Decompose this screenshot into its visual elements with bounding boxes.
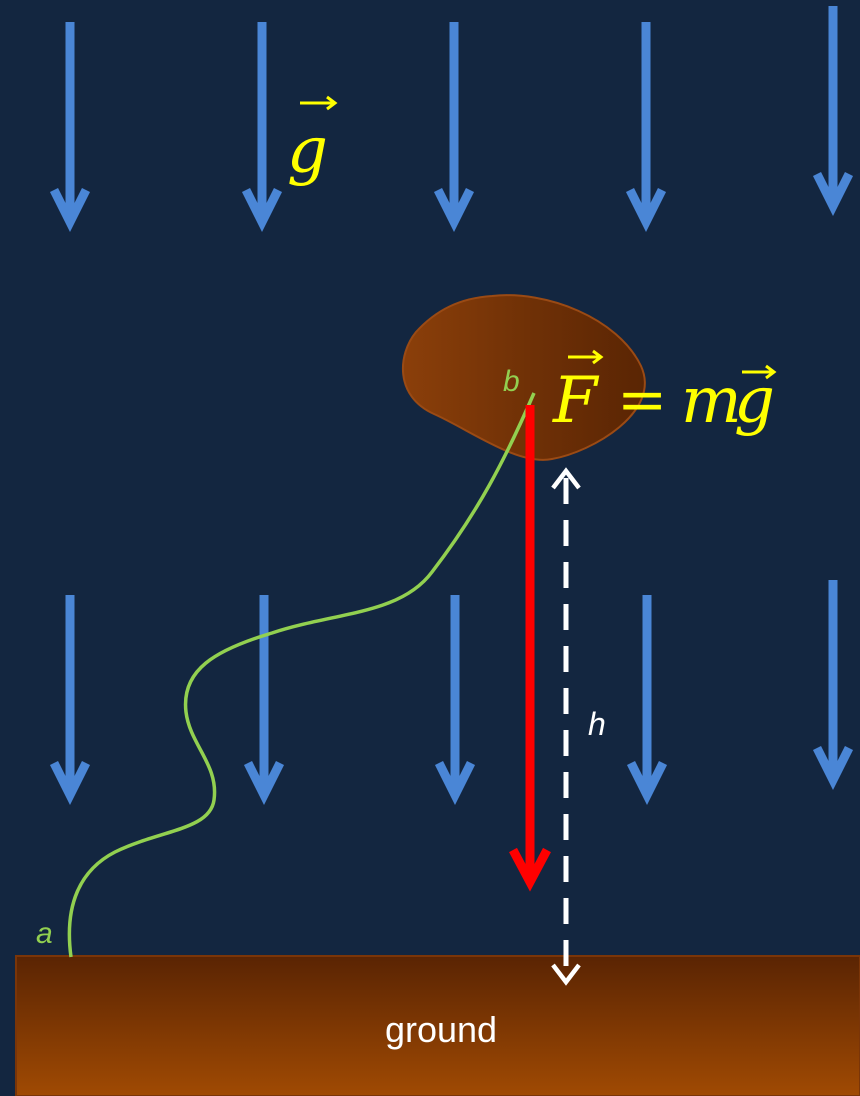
equals-sign: = — [617, 365, 667, 435]
vector-arrow-icon — [300, 95, 338, 111]
field-arrow-icon — [812, 580, 854, 791]
field-arrow-icon — [625, 22, 667, 233]
ground: ground — [15, 955, 860, 1096]
field-label-g: g — [287, 95, 338, 188]
field-arrow-icon — [243, 595, 285, 806]
height-arrow-icon — [551, 467, 581, 986]
height-label: h — [588, 706, 606, 742]
vector-arrow-icon — [568, 349, 604, 365]
field-arrow-icon — [434, 595, 476, 806]
force-arrow-icon — [509, 405, 551, 892]
field-symbol-g: g — [287, 114, 328, 188]
field-arrows-bottom-row — [49, 580, 854, 806]
vector-arrow-icon — [742, 364, 777, 380]
point-a-label: a — [36, 917, 53, 950]
field-arrow-icon — [49, 22, 91, 233]
path-curve-a-to-b — [67, 392, 536, 958]
point-b-label: b — [503, 365, 520, 398]
field-arrow-icon — [433, 22, 475, 233]
force-symbol-F: F — [552, 364, 600, 438]
field-arrow-icon — [626, 595, 668, 806]
field-arrows-top-row — [49, 6, 854, 233]
ground-label: ground — [385, 1009, 497, 1050]
field-arrow-icon — [241, 22, 283, 233]
mass-symbol-m: m — [681, 364, 742, 438]
field-arrow-icon — [812, 6, 854, 217]
ground-slab — [15, 955, 860, 1096]
field-arrow-icon — [49, 595, 91, 806]
force-equation: F = m g — [552, 349, 777, 438]
rock-mass — [401, 294, 646, 461]
